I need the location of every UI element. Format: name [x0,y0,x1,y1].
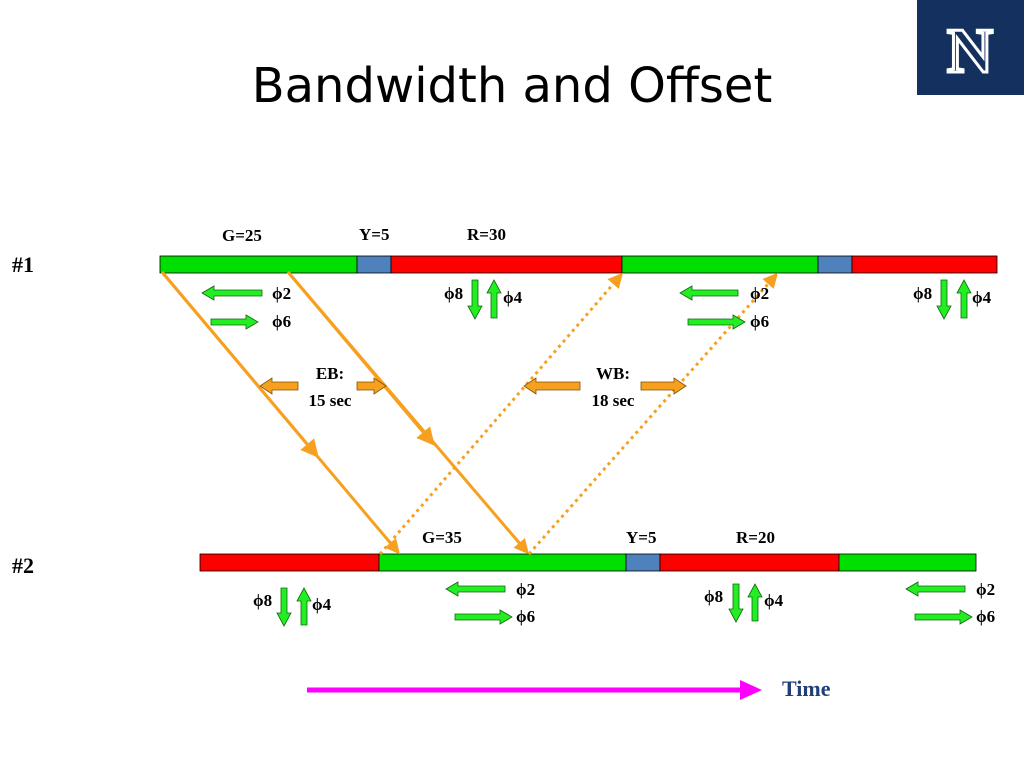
timing-r1: R=30 [467,225,506,244]
phase-group-ns: ϕ8 ϕ4 [913,279,992,320]
time-label: Time [782,676,831,701]
phase-group-ns: ϕ8 ϕ4 [704,583,784,623]
phase-8: ϕ8 [913,284,932,303]
right-arrow-icon [687,314,746,330]
eb-label: EB: [316,364,344,383]
phase-4: ϕ4 [764,591,784,610]
green-phase [159,255,358,274]
arrowhead-icon [740,680,762,700]
left-arrow-icon [201,285,263,301]
intersection-1-label: #1 [12,252,34,277]
eb-width-indicator: EB: 15 sec [259,364,387,410]
slide-title: Bandwidth and Offset [251,58,773,114]
phase-2: ϕ2 [272,284,291,303]
phase-6: ϕ6 [272,312,291,331]
green-phase [378,553,627,572]
phase-6: ϕ6 [976,607,995,626]
red-phase [390,255,623,274]
yellow-interval [817,255,853,274]
intersection-2-label: #2 [12,553,34,578]
phase-6: ϕ6 [516,607,535,626]
up-arrow-icon [956,279,972,319]
time-axis: Time [307,676,831,701]
down-arrow-icon [467,279,483,320]
phase-group-ew: ϕ2 ϕ6 [905,580,995,626]
eb-value: 15 sec [309,391,352,410]
down-arrow-icon [728,583,744,623]
red-phase [659,553,840,572]
left-arrow-icon [905,581,966,597]
left-arrow-icon [445,581,506,597]
phase-group-ns: ϕ8 ϕ4 [253,587,332,627]
wb-value: 18 sec [592,391,635,410]
right-arrow-icon [454,609,513,625]
red-phase [851,255,998,274]
phase-group-ew: ϕ2 ϕ6 [445,580,535,626]
signal-bar-2 [199,553,977,572]
red-phase [199,553,380,572]
phase-4: ϕ4 [972,288,992,307]
phase-2: ϕ2 [750,284,769,303]
timing-y2: Y=5 [626,528,656,547]
phase-4: ϕ4 [503,288,523,307]
phase-8: ϕ8 [704,587,723,606]
right-arrow-icon [914,609,973,625]
timing-r2: R=20 [736,528,775,547]
logo-letter: N [947,15,993,86]
university-logo: N [917,0,1024,95]
westbound-band [378,272,778,555]
timing-g2: G=35 [422,528,462,547]
wb-width-indicator: WB: 18 sec [523,364,687,410]
left-arrow-icon [679,285,739,301]
phase-4: ϕ4 [312,595,332,614]
timing-g1: G=25 [222,226,262,245]
up-arrow-icon [486,279,502,319]
signal-bar-1 [159,255,998,274]
yellow-interval [356,255,392,274]
up-arrow-icon [747,583,763,622]
green-phase [621,255,819,274]
down-arrow-icon [276,587,292,627]
phase-group-ew: ϕ2 ϕ6 [679,284,769,331]
timing-y1: Y=5 [359,225,389,244]
phase-2: ϕ2 [516,580,535,599]
phase-group-ns: ϕ8 ϕ4 [444,279,523,320]
eastbound-band [160,271,529,555]
wb-label: WB: [596,364,630,383]
up-arrow-icon [296,587,312,626]
phase-8: ϕ8 [253,591,272,610]
yellow-interval [625,553,661,572]
phase-2: ϕ2 [976,580,995,599]
down-arrow-icon [936,279,952,320]
phase-group-ew: ϕ2 ϕ6 [201,284,291,331]
green-phase [838,553,977,572]
phase-6: ϕ6 [750,312,769,331]
right-arrow-icon [210,314,259,330]
phase-8: ϕ8 [444,284,463,303]
